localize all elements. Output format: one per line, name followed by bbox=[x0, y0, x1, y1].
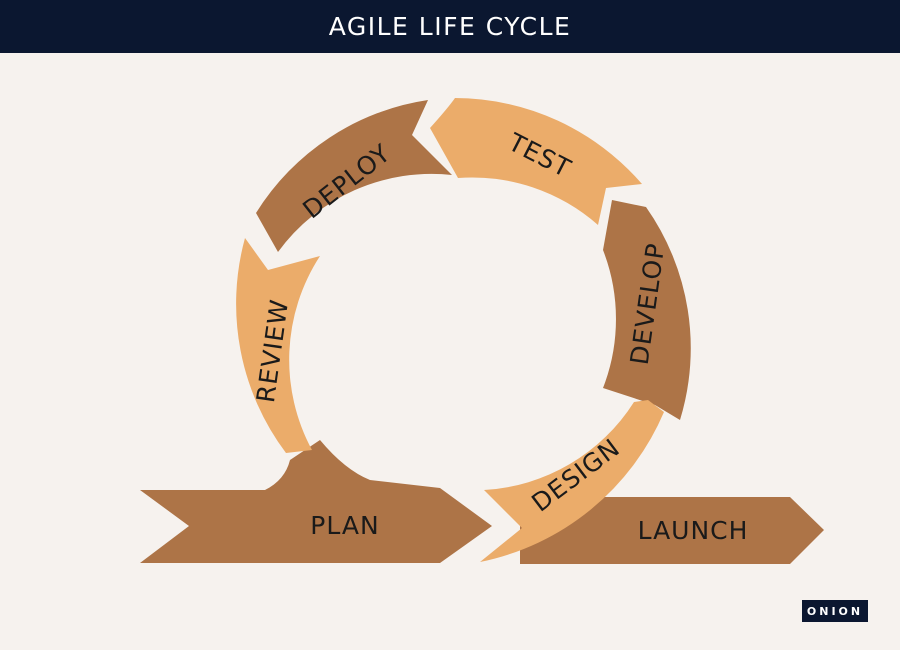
review-segment bbox=[236, 238, 320, 453]
title-bar: AGILE LIFE CYCLE bbox=[0, 0, 900, 53]
launch-arrow bbox=[520, 497, 824, 564]
deploy-segment bbox=[256, 100, 452, 252]
plan-label: PLAN bbox=[310, 511, 379, 540]
page-title: AGILE LIFE CYCLE bbox=[328, 12, 572, 41]
logo-text: ONION bbox=[806, 604, 864, 618]
test-segment bbox=[430, 98, 642, 225]
develop-segment bbox=[603, 200, 691, 420]
onion-logo: ONION bbox=[802, 600, 868, 622]
launch-label: LAUNCH bbox=[638, 516, 749, 545]
design-segment bbox=[480, 400, 664, 562]
plan-arrow bbox=[140, 440, 492, 563]
